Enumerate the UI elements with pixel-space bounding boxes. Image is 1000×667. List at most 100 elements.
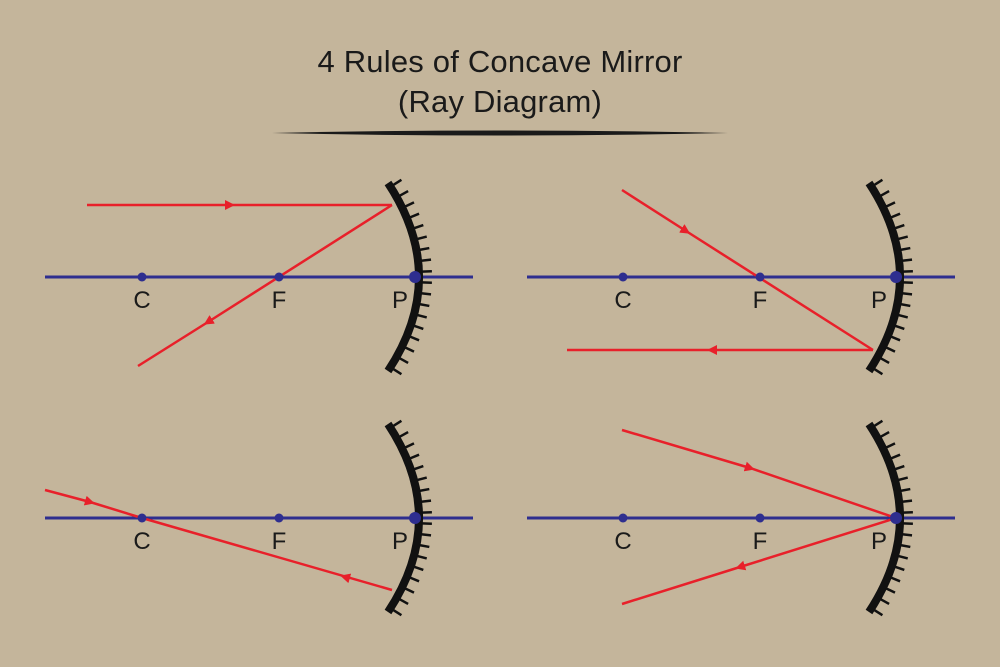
mirror-hatch-mark [890,335,901,342]
title-block: 4 Rules of Concave Mirror (Ray Diagram) [0,42,1000,122]
reflected-ray [621,516,897,606]
mirror-hatch-mark [900,543,911,549]
point-f-label: F [753,287,768,314]
mirror-hatch-mark [404,346,415,353]
point-c-label: C [133,528,150,555]
mirror-hatch-mark [890,212,901,219]
point-c-dot [137,272,147,282]
mirror-hatch-mark [890,576,901,583]
mirror-hatch-mark [873,367,884,376]
mirror-hatch-mark [398,356,409,365]
point-c-label: C [614,528,631,555]
mirror-hatch-mark [894,565,905,572]
title-line-2: (Ray Diagram) [397,84,603,119]
mirror-hatch-mark [901,292,913,296]
mirror-hatch-mark [420,258,432,262]
mirror-hatch-mark [409,453,420,460]
mirror-hatch-mark [873,419,884,428]
mirror-hatch-mark [879,430,890,439]
point-p-label: P [871,287,887,314]
mirror-hatch-mark [416,313,428,319]
mirror-hatch-mark [404,201,415,208]
mirror-hatch-mark [398,189,409,198]
mirror-hatch-mark [873,178,884,187]
mirror-hatch-mark [404,587,415,594]
mirror-hatch-mark [897,235,909,241]
point-c-label: C [614,287,631,314]
mirror-hatch-mark [900,487,911,493]
point-f-dot [755,272,765,282]
panel-rule-2: C F P [527,178,955,376]
mirror-hatch-mark [392,178,403,187]
reflected-ray [137,203,393,368]
point-f-label: F [272,287,287,314]
panel-rule-4: C F P [527,419,955,617]
point-p-label: P [392,287,408,314]
point-p-label: P [871,528,887,555]
mirror-hatch-mark [392,419,403,428]
point-f-dot [274,272,284,282]
mirror-hatch-mark [885,201,896,208]
mirror-hatch-mark [409,576,420,583]
incident-ray [621,428,897,520]
mirror-hatch-mark [409,335,420,342]
mirror-hatch-mark [419,246,430,252]
mirror-hatch-mark [885,346,896,353]
panel-rule-1: C F P [45,178,473,376]
mirror-hatch-mark [873,608,884,617]
mirror-hatch-mark [398,430,409,439]
mirror-hatch-mark [416,476,428,482]
mirror-hatch-mark [420,499,432,503]
point-c-label: C [133,287,150,314]
mirror-hatch-mark [416,554,428,560]
mirror-hatch-mark [901,533,913,537]
mirror-hatch-mark [404,442,415,449]
mirror-hatch-mark [890,453,901,460]
panel-rule-3: C F P [44,419,473,617]
mirror-hatch-mark [894,324,905,331]
mirror-hatch-mark [900,246,911,252]
mirror-hatch-mark [409,212,420,219]
point-f-label: F [753,528,768,555]
mirror-hatch-mark [420,533,432,537]
point-c-dot [618,513,628,523]
point-p-dot [890,271,902,283]
mirror-hatch-mark [894,223,905,230]
point-f-dot [755,513,765,523]
incident-ray [621,188,874,352]
mirror-hatch-mark [901,258,913,262]
mirror-hatch-mark [879,189,890,198]
mirror-hatch-mark [413,464,424,471]
mirror-hatch-mark [885,442,896,449]
point-f-dot [274,513,284,523]
point-p-dot [890,512,902,524]
mirror-hatch-mark [897,313,909,319]
title-line-1: 4 Rules of Concave Mirror [317,44,683,79]
mirror-hatch-mark [885,587,896,594]
mirror-hatch-mark [419,543,430,549]
mirror-hatch-mark [392,367,403,376]
point-c-dot [618,272,628,282]
mirror-hatch-mark [419,487,430,493]
incident-ray [44,488,393,592]
mirror-hatch-mark [879,597,890,606]
point-f-label: F [272,528,287,555]
point-p-dot [409,271,421,283]
point-p-dot [409,512,421,524]
point-c-dot [137,513,147,523]
mirror-hatch-mark [897,554,909,560]
mirror-hatch-mark [416,235,428,241]
mirror-hatch-mark [398,597,409,606]
mirror-hatch-mark [894,464,905,471]
mirror-hatch-mark [419,302,430,308]
mirror-hatch-mark [879,356,890,365]
mirror-hatch-mark [413,223,424,230]
mirror-hatch-mark [901,499,913,503]
mirror-hatch-mark [900,302,911,308]
mirror-hatch-mark [897,476,909,482]
point-p-label: P [392,528,408,555]
mirror-hatch-mark [413,324,424,331]
mirror-hatch-mark [420,292,432,296]
